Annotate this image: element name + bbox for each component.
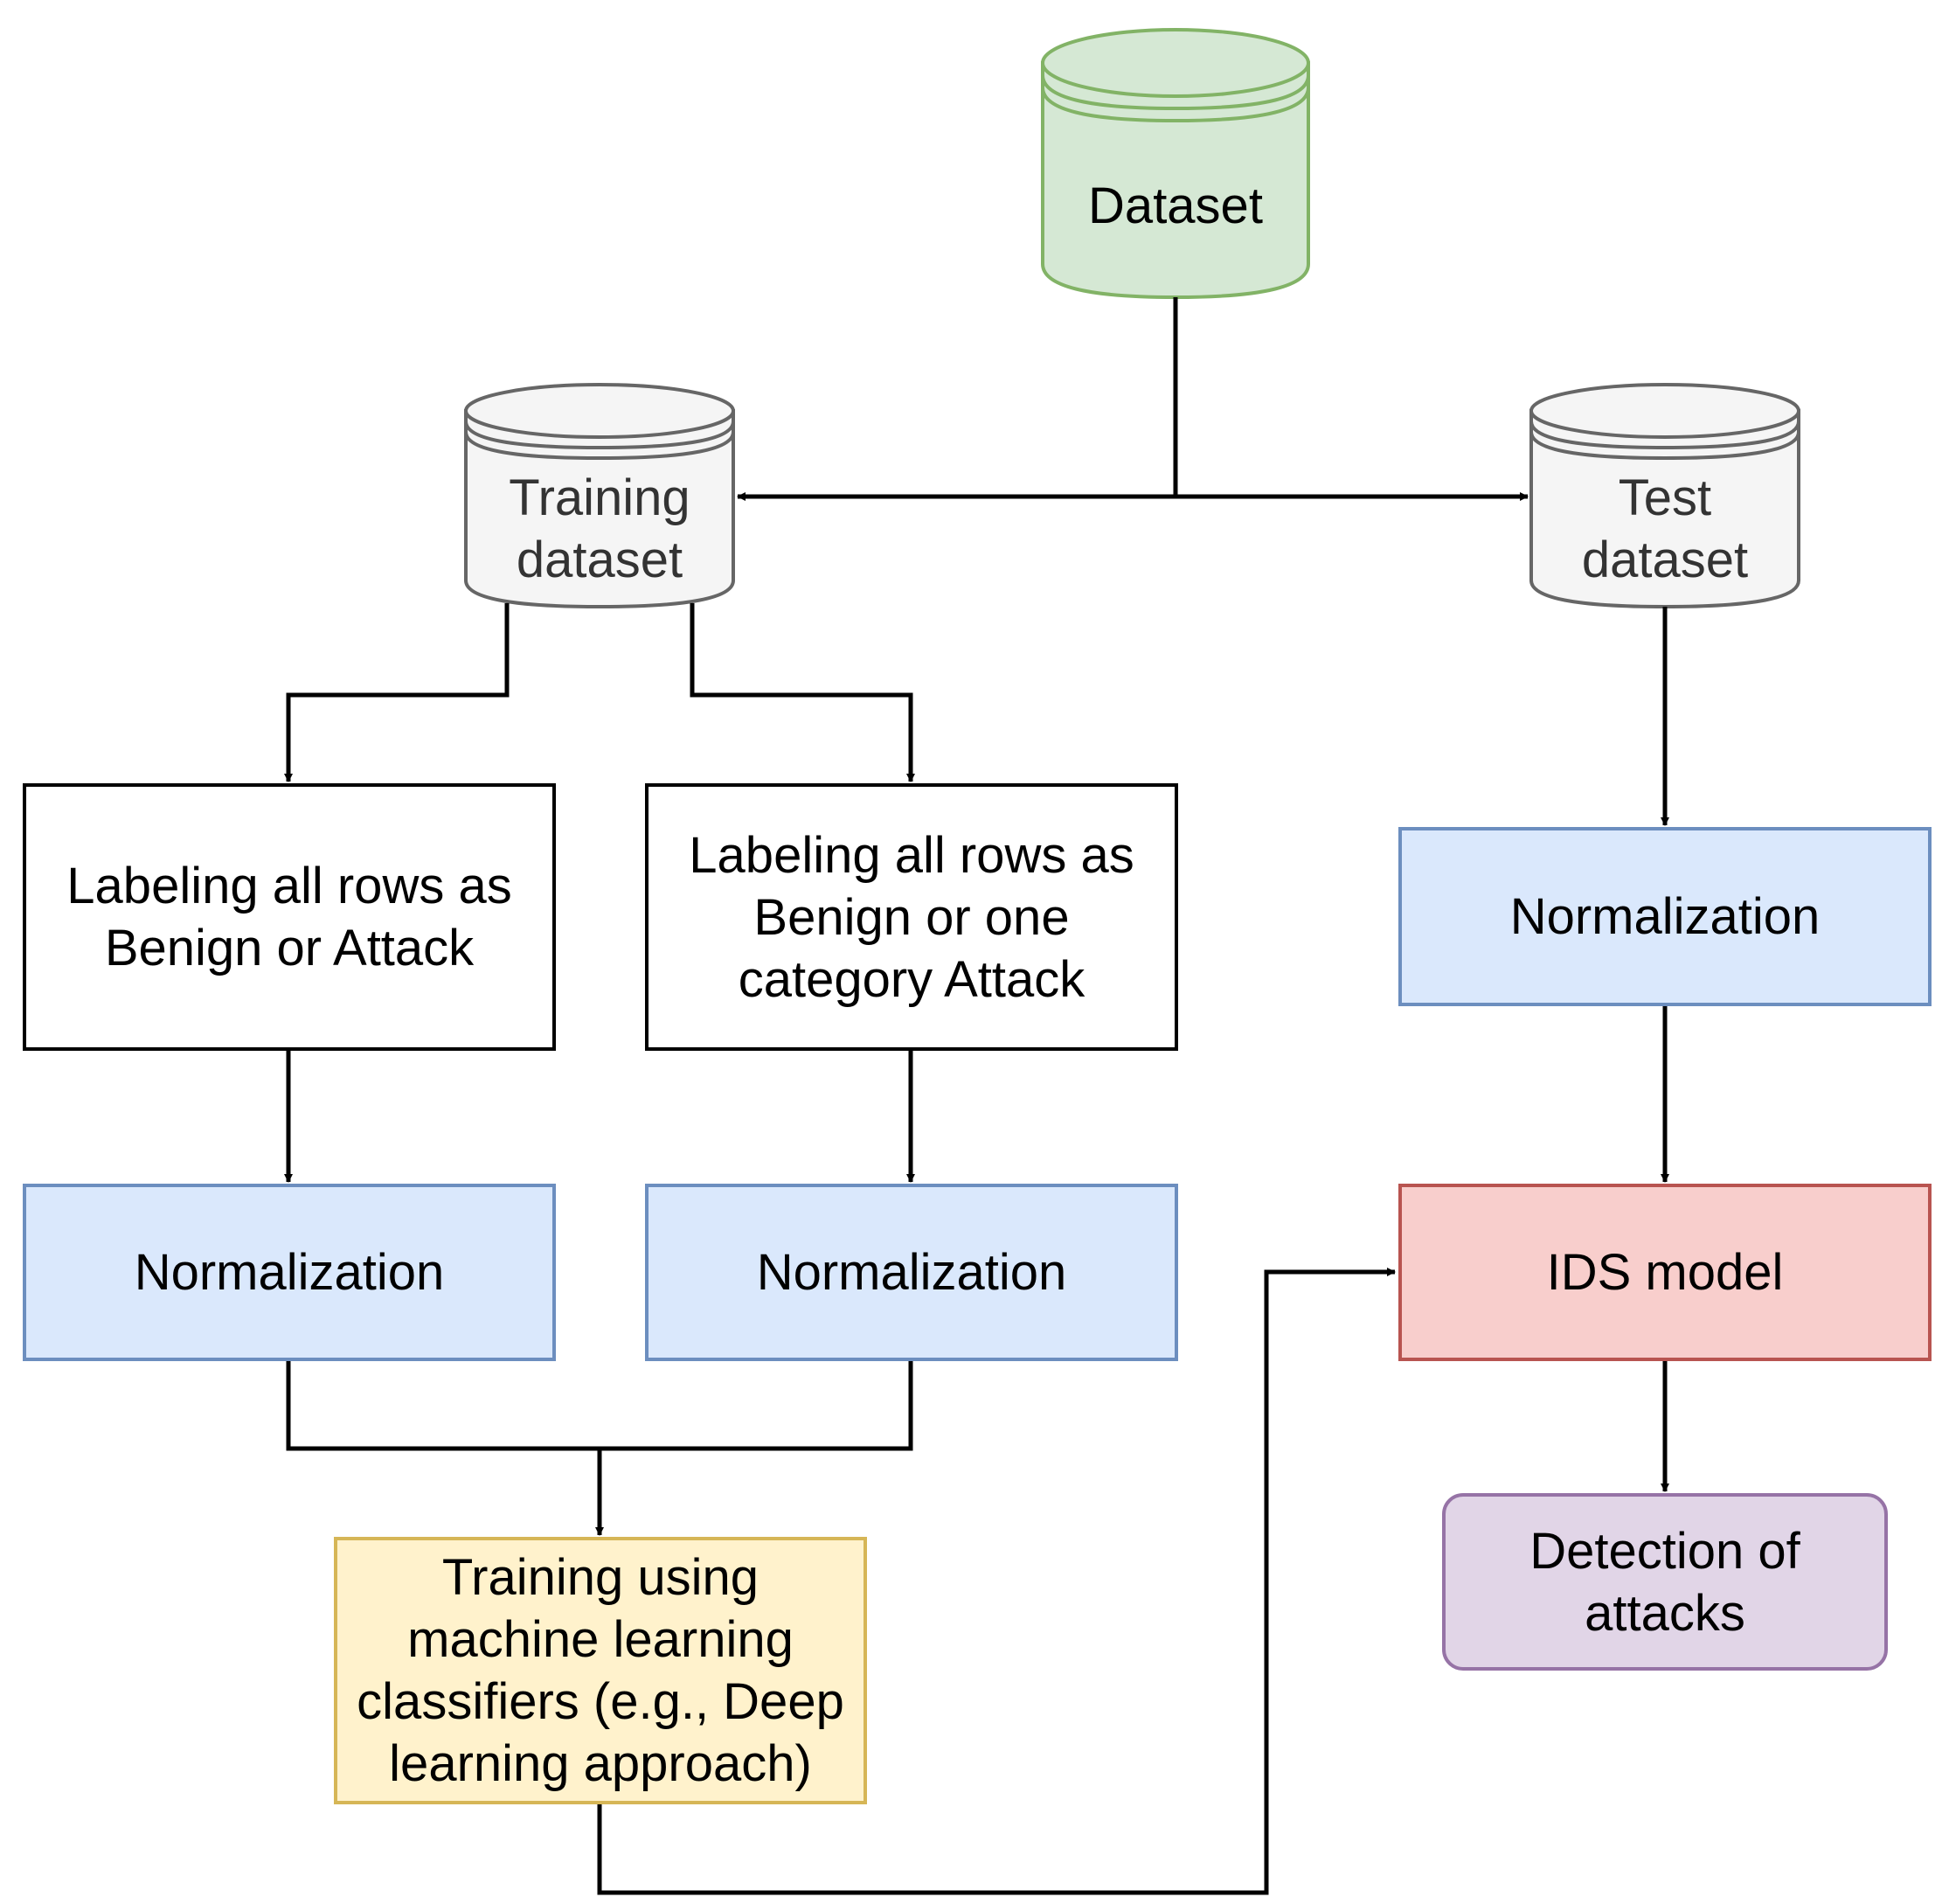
- dataset-cylinder: [1041, 28, 1310, 300]
- dataset-label: Dataset: [1088, 177, 1263, 234]
- edge-norm-binary-merge: [286, 1361, 600, 1451]
- label-category-box: Labeling all rows as Benign or one categ…: [645, 783, 1178, 1051]
- edge-training-to-label-binary: [284, 603, 510, 782]
- norm-test-text: Normalization: [1509, 888, 1821, 945]
- label-binary-box: Labeling all rows as Benign or Attack: [23, 783, 556, 1051]
- norm-binary-text: Normalization: [134, 1244, 445, 1301]
- norm-test-box: Normalization: [1398, 827, 1932, 1006]
- training-dataset-cylinder: [464, 383, 735, 609]
- label-binary-text: Labeling all rows as Benign or Attack: [66, 858, 512, 976]
- edge-norm-category-merge: [600, 1361, 913, 1451]
- training-text: Training using machine learning classifi…: [357, 1549, 844, 1792]
- training-dataset-label: Training dataset: [509, 469, 690, 588]
- edge-training-to-label-category: [690, 603, 915, 782]
- ids-model-box: IDS model: [1398, 1184, 1932, 1361]
- detection-text: Detection of attacks: [1529, 1522, 1800, 1642]
- edge-training-to-ids: [597, 1268, 1396, 1895]
- detection-box: Detection of attacks: [1442, 1493, 1888, 1671]
- norm-binary-box: Normalization: [23, 1184, 556, 1361]
- training-box: Training using machine learning classifi…: [334, 1537, 867, 1804]
- norm-category-box: Normalization: [645, 1184, 1178, 1361]
- test-dataset-label: Test dataset: [1581, 469, 1749, 588]
- norm-category-text: Normalization: [756, 1244, 1067, 1301]
- ids-model-text: IDS model: [1546, 1244, 1784, 1301]
- label-category-text: Labeling all rows as Benign or one categ…: [689, 826, 1134, 1008]
